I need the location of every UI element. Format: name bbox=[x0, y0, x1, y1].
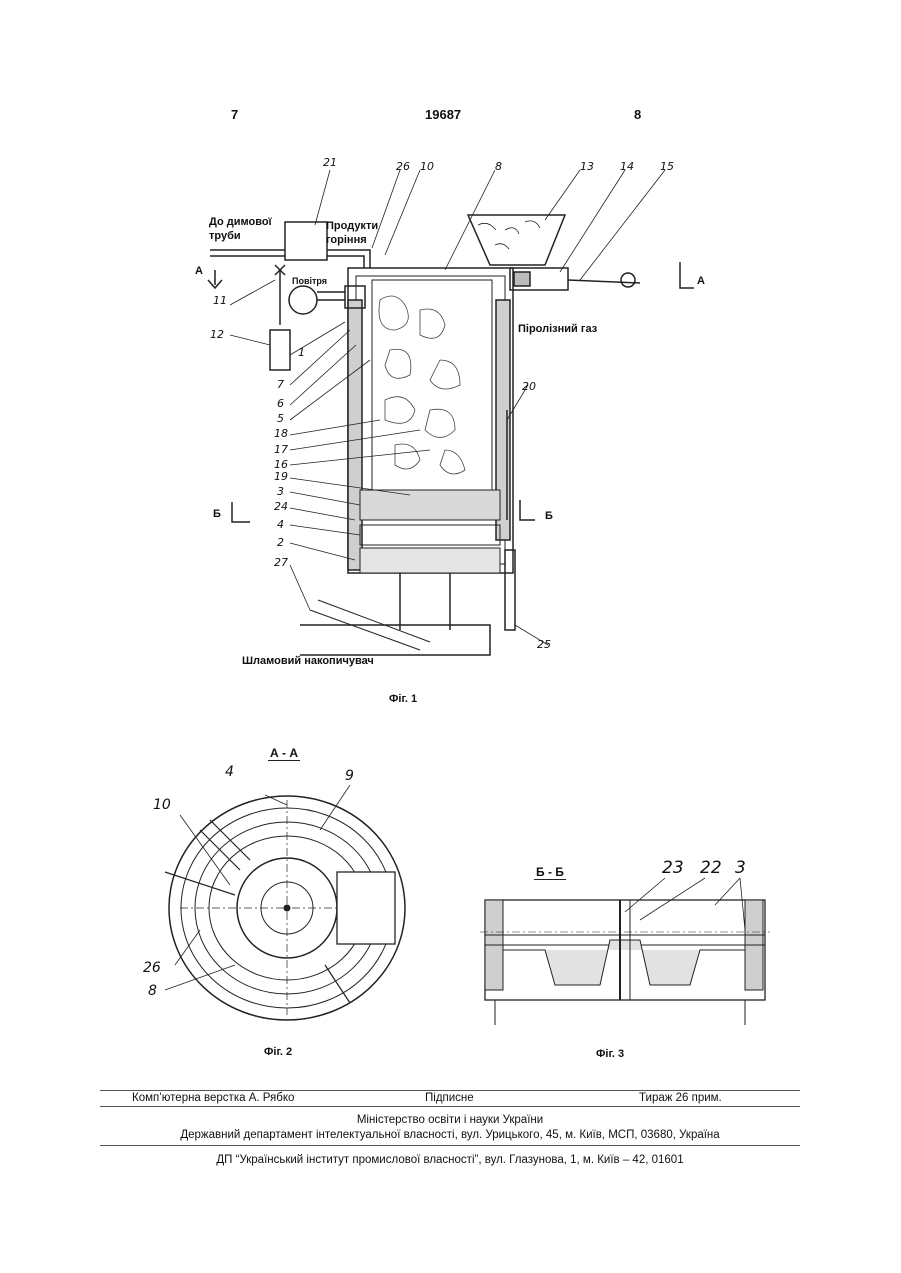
section-a-left: А bbox=[195, 265, 203, 277]
ref-number: 12 bbox=[210, 328, 224, 341]
footer-institute: ДП “Український інститут промислової вла… bbox=[100, 1154, 800, 1166]
label-chimney: До димової труби bbox=[209, 215, 272, 243]
ref-number: 11 bbox=[213, 294, 227, 307]
ref-number: 4 bbox=[277, 518, 284, 531]
ref-number: 17 bbox=[274, 443, 288, 456]
ref-number: 2 bbox=[277, 536, 284, 549]
ref-number: 26 bbox=[396, 160, 410, 173]
ref-number: 23 bbox=[662, 858, 684, 878]
section-b-left: Б bbox=[213, 508, 221, 520]
ref-number: 19 bbox=[274, 470, 288, 483]
label-sludge-collector: Шламовий накопичувач bbox=[242, 655, 374, 667]
footer-department: Державний департамент інтелектуальної вл… bbox=[100, 1129, 800, 1141]
label-pyrolysis-gas: Піролізний газ bbox=[518, 323, 597, 335]
ref-number: 8 bbox=[495, 160, 502, 173]
section-b-right: Б bbox=[545, 510, 553, 522]
page-number-left: 7 bbox=[231, 107, 238, 122]
ref-number: 3 bbox=[277, 485, 284, 498]
ref-number: 26 bbox=[143, 960, 161, 976]
figure-3-caption: Фіг. 3 bbox=[596, 1048, 624, 1060]
ref-number: 10 bbox=[153, 797, 171, 813]
page-number-right: 8 bbox=[634, 107, 641, 122]
footer-rule-middle bbox=[100, 1106, 800, 1107]
ref-number: 24 bbox=[274, 500, 288, 513]
ref-number: 5 bbox=[277, 412, 284, 425]
ref-number: 10 bbox=[420, 160, 434, 173]
ref-number: 27 bbox=[274, 556, 288, 569]
figure-2-title: А - А bbox=[268, 746, 300, 761]
footer-circulation: Тираж 26 прим. bbox=[639, 1092, 722, 1104]
ref-number: 22 bbox=[700, 858, 722, 878]
ref-number: 14 bbox=[620, 160, 634, 173]
label-combustion-products: Продукти горіння bbox=[326, 219, 378, 247]
footer-rule-top bbox=[100, 1090, 800, 1091]
ref-number: 7 bbox=[277, 378, 284, 391]
ref-number: 15 bbox=[660, 160, 674, 173]
figure-3-drawing bbox=[480, 870, 770, 1030]
ref-number: 1 bbox=[298, 346, 305, 359]
ref-number: 13 bbox=[580, 160, 594, 173]
figure-2-drawing bbox=[150, 770, 410, 1040]
section-a-right: А bbox=[697, 275, 705, 287]
ref-number: 4 bbox=[225, 764, 234, 780]
figure-1-caption: Фіг. 1 bbox=[389, 693, 417, 705]
ref-number: 9 bbox=[345, 768, 354, 784]
ref-number: 6 bbox=[277, 397, 284, 410]
patent-number: 19687 bbox=[425, 107, 461, 122]
ref-number: 21 bbox=[323, 156, 337, 169]
ref-number: 8 bbox=[148, 983, 157, 999]
ref-number: 25 bbox=[537, 638, 551, 651]
footer-signed: Підписне bbox=[425, 1092, 474, 1104]
footer-ministry: Міністерство освіти і науки України bbox=[100, 1114, 800, 1126]
ref-number: 3 bbox=[735, 858, 746, 878]
footer-rule-bottom bbox=[100, 1145, 800, 1146]
footer-layout-credit: Комп’ютерна верстка А. Рябко bbox=[132, 1092, 294, 1104]
label-air: Повітря bbox=[292, 276, 327, 286]
figure-2-caption: Фіг. 2 bbox=[264, 1046, 292, 1058]
ref-number: 18 bbox=[274, 427, 288, 440]
ref-number: 20 bbox=[522, 380, 536, 393]
